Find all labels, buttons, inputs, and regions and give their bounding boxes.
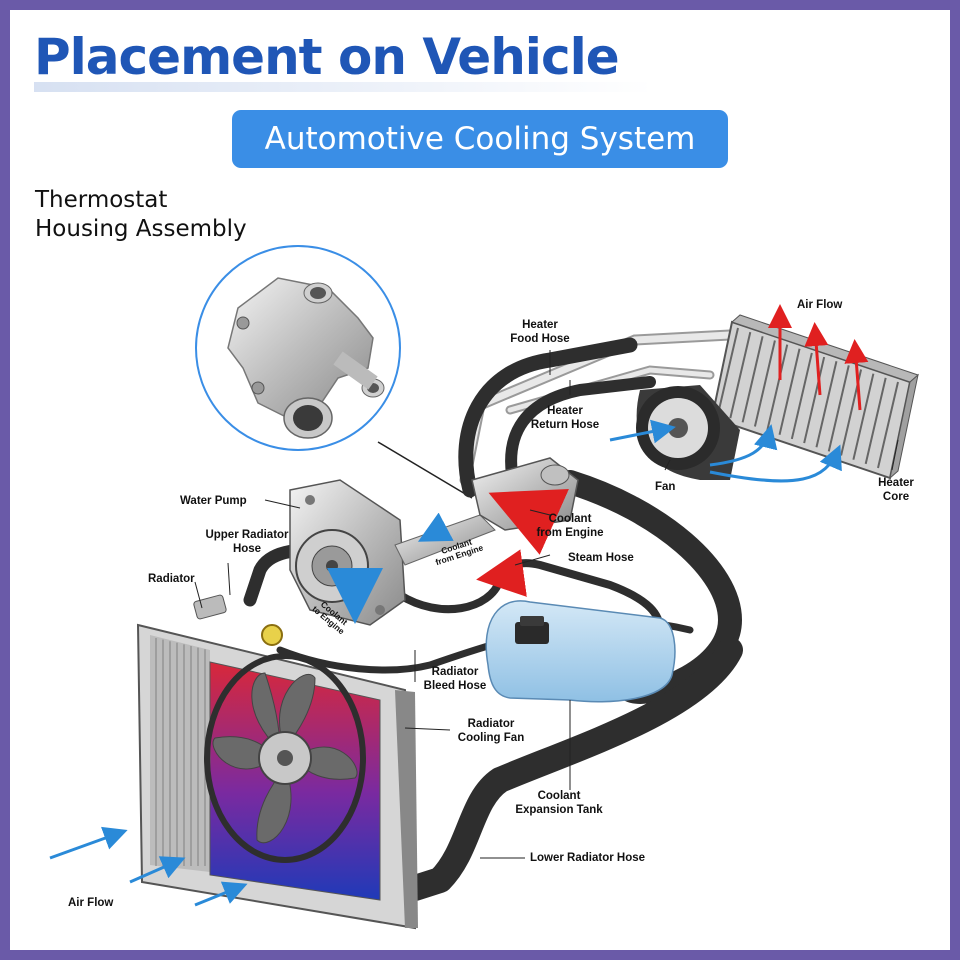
- air-flow-in-arrow-3: [194, 881, 248, 907]
- fan-air-arrow: [609, 419, 676, 444]
- label-upper-radiator-hose-line-2: Hose: [232, 543, 262, 555]
- label-coolant-expansion-tank-line-1: Coolant: [537, 790, 581, 802]
- air-flow-in-arrow-2: [129, 856, 186, 884]
- cooling-system-diagram: [49, 245, 919, 930]
- label-air-flow-bottom: Air Flow: [68, 897, 114, 909]
- label-coolant-expansion-tank-line-2: Expansion Tank: [515, 804, 603, 816]
- label-radiator-cooling-fan-line-1: Radiator: [467, 718, 515, 730]
- label-upper-radiator-hose-line-1: Upper Radiator: [205, 529, 289, 541]
- label-coolant-from-engine-line-2: from Engine: [536, 527, 604, 539]
- air-flow-in-arrow-1: [49, 826, 128, 860]
- lower-radiator-hose: [402, 637, 743, 901]
- heater-core-fin: [877, 381, 899, 469]
- label-water-pump: Water Pump: [180, 495, 247, 507]
- heater-core-fin: [803, 356, 826, 444]
- heater-air-arrow-2: [709, 444, 842, 483]
- coolant-from-engine-arrow: [488, 489, 569, 555]
- label-steam-hose: Steam Hose: [568, 552, 634, 564]
- heater-food-hose: [458, 337, 638, 498]
- subtitle-text: Automotive Cooling System: [264, 121, 696, 157]
- label-radiator-bleed-hose-line-2: Bleed Hose: [423, 680, 487, 692]
- coolant-expansion-tank: [485, 600, 676, 703]
- subtitle-badge: Automotive Cooling System: [232, 110, 728, 168]
- radiator-cooling-fan: [204, 653, 366, 863]
- label-air-flow-top: Air Flow: [797, 299, 843, 311]
- part-name-line-2: Housing Assembly: [35, 216, 247, 242]
- label-lower-radiator-hose: Lower Radiator Hose: [530, 852, 646, 864]
- heater-core-fin: [753, 340, 776, 427]
- small-coolant-arrow: [476, 549, 527, 597]
- flow-arrows: [49, 304, 869, 907]
- label-coolant-from-engine: Coolant from Engine: [530, 512, 610, 540]
- heater-air-arrow-1: [709, 424, 778, 467]
- part-name: Thermostat Housing Assembly: [35, 186, 295, 244]
- page-title: Placement on Vehicle: [34, 28, 620, 86]
- heater-core-fin: [729, 331, 752, 419]
- label-leader-lines: [194, 350, 899, 859]
- infographic-frame: Placement on Vehicle Automotive Cooling …: [10, 10, 950, 950]
- label-heater-return-hose: Heater Return Hose: [520, 404, 610, 432]
- heater-core-fin: [852, 373, 875, 460]
- title-underline: [34, 82, 654, 92]
- zoom-leader-line: [377, 441, 473, 499]
- label-radiator-cooling-fan-line-2: Cooling Fan: [457, 732, 525, 744]
- label-radiator-bleed-hose-line-1: Radiator: [431, 666, 479, 678]
- label-coolant-expansion-tank: Coolant Expansion Tank: [507, 789, 611, 817]
- heater-core-fin: [741, 336, 764, 423]
- label-radiator-cooling-fan: Radiator Cooling Fan: [450, 717, 532, 745]
- label-fan: Fan: [655, 481, 676, 493]
- label-heater-core-line-1: Heater: [878, 477, 914, 489]
- label-radiator-bleed-hose: Radiator Bleed Hose: [415, 665, 495, 693]
- heater-core-fin: [717, 327, 739, 415]
- label-coolant-from-engine-line-1: Coolant: [548, 513, 592, 525]
- label-heater-core-line-2: Core: [882, 491, 910, 503]
- label-heater-core: Heater Core: [868, 476, 924, 504]
- label-heater-food-hose-line-2: Food Hose: [510, 333, 570, 345]
- label-heater-return-hose-line-1: Heater: [547, 405, 583, 417]
- air-flow-hot-arrow-3: [844, 339, 869, 411]
- label-heater-food-hose: Heater Food Hose: [500, 318, 580, 346]
- heater-core-fin: [864, 377, 887, 465]
- heater-core-fin: [766, 344, 789, 431]
- label-heater-food-hose-line-1: Heater: [522, 319, 558, 331]
- upper-coolant-hose: [558, 470, 742, 704]
- heater-core-fin: [815, 361, 838, 448]
- heater-core-fin: [827, 365, 850, 452]
- label-radiator: Radiator: [148, 573, 195, 585]
- part-name-line-1: Thermostat: [35, 187, 168, 213]
- heater-core-fin: [790, 352, 813, 440]
- label-upper-radiator-hose: Upper Radiator Hose: [192, 528, 302, 556]
- air-flow-hot-arrow-2: [804, 322, 829, 396]
- thermostat-housing-part: [227, 277, 385, 439]
- thermostat-zoom-circle: [195, 245, 473, 499]
- heater-core-fin: [778, 348, 801, 435]
- label-heater-return-hose-line-2: Return Hose: [530, 419, 600, 431]
